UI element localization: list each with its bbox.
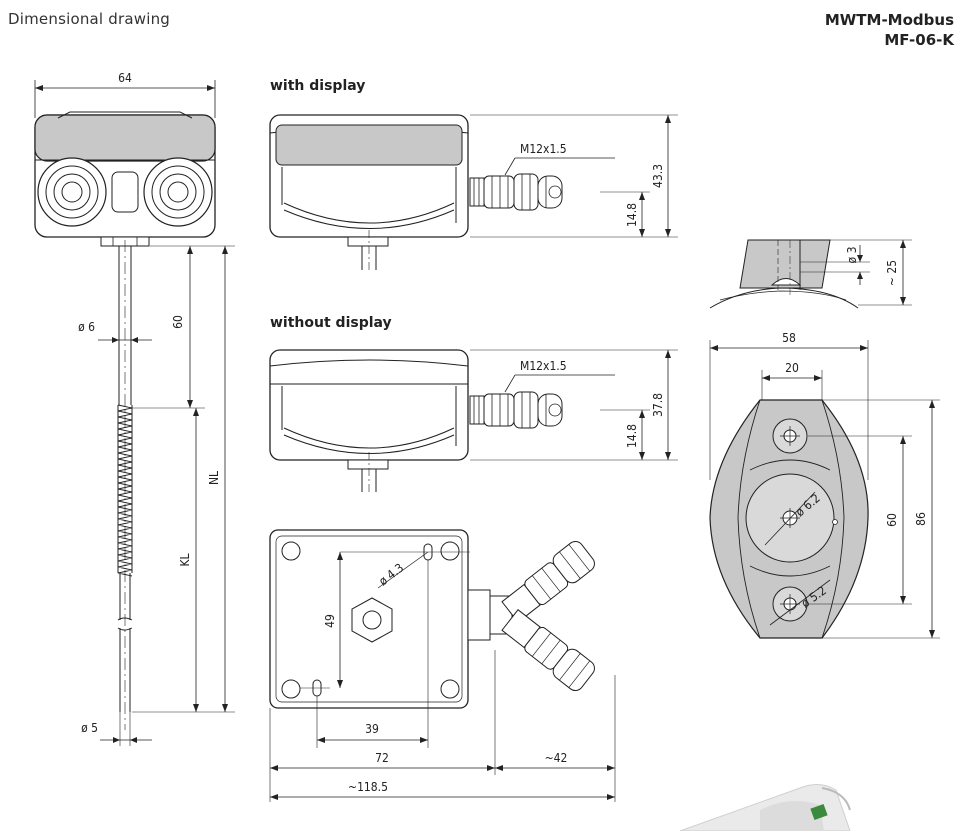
flange-front-view: 58 20 ø 6.2 ø 5.2 60 (709, 331, 940, 639)
dim-probe-dia-top: ø 6 (78, 320, 95, 334)
dim-flange-d3: ø 3 (845, 247, 859, 264)
without-display-label: without display (270, 315, 392, 331)
dim-flange-86: 86 (914, 512, 928, 526)
dim-thread-nd: M12x1.5 (520, 359, 567, 373)
model-variant: MF-06-K (884, 31, 954, 49)
with-display-label: with display (270, 78, 366, 94)
model-name: MWTM-Modbus (824, 11, 954, 29)
dim-flange-58: 58 (782, 331, 796, 345)
dim-top-42: ~42 (545, 751, 568, 765)
top-view: 49 ø 4.3 39 (269, 529, 616, 802)
side-view-without-display: M12x1.5 37.8 14.8 (269, 349, 678, 494)
dim-height-nd: 37.8 (651, 393, 665, 417)
gland-front-left (37, 157, 107, 227)
dim-flange-25: ~ 25 (885, 260, 899, 286)
dim-gland-wd: 14.8 (625, 203, 639, 227)
dim-probe-kl: KL (178, 553, 192, 566)
dim-front-width: 64 (118, 71, 132, 85)
dim-probe-dia-tip: ø 5 (81, 721, 98, 735)
gland-front-right (143, 157, 213, 227)
section-title: Dimensional drawing (8, 10, 171, 28)
front-view-left: 64 (34, 71, 235, 746)
product-photo-corner (679, 784, 851, 831)
dim-height-wd: 43.3 (651, 164, 665, 188)
model-block: MWTM-Modbus MF-06-K (825, 10, 954, 50)
dim-top-118: ~118.5 (348, 780, 388, 794)
dim-thread-wd: M12x1.5 (520, 142, 567, 156)
dim-gland-nd: 14.8 (625, 424, 639, 448)
dim-top-39: 39 (365, 722, 379, 736)
dim-probe-60: 60 (171, 315, 185, 329)
dim-top-49: 49 (323, 614, 337, 628)
side-view-with-display: M12x1.5 43.3 14.8 (269, 114, 678, 272)
dim-flange-60: 60 (885, 513, 899, 527)
dim-top-72: 72 (375, 751, 389, 765)
flange-side-view: ø 3 ~ 25 (709, 239, 912, 309)
dim-flange-20: 20 (785, 361, 799, 375)
dim-probe-nl: NL (207, 471, 221, 485)
front-width-dimension: 64 (34, 71, 216, 118)
